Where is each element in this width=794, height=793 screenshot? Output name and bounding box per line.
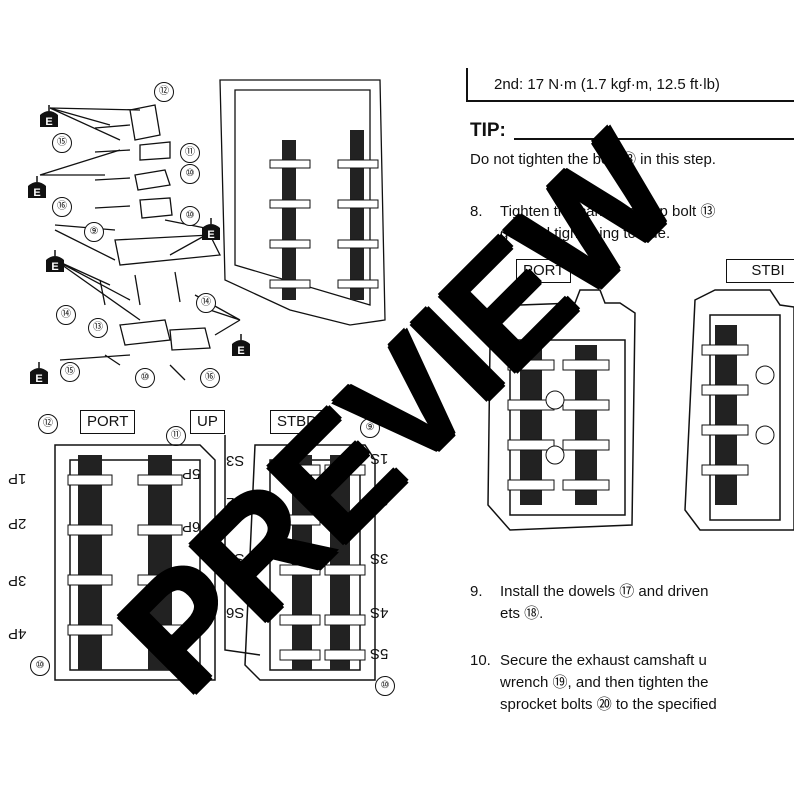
tip-label: TIP: bbox=[470, 120, 506, 141]
cyl-label-s-c: S3 bbox=[226, 550, 245, 567]
engine-oil-e-letter: E bbox=[45, 116, 52, 128]
callout-9: ⑨ bbox=[360, 418, 380, 438]
cyl-label-5s: 5S bbox=[370, 645, 389, 662]
engine-oil-e-icon: E bbox=[202, 218, 220, 241]
svg-text:E: E bbox=[51, 261, 58, 273]
engine-oil-e-icon: E bbox=[28, 176, 46, 199]
callout-14: ⑭ bbox=[196, 293, 216, 313]
callout-10: ⑩ bbox=[180, 164, 200, 184]
callout-12: ⑫ bbox=[154, 82, 174, 102]
cylinder-head-figure-bottom bbox=[54, 435, 376, 681]
cyl-label-4s: 4S bbox=[370, 604, 389, 621]
step-10-line1: Secure the exhaust camshaft u bbox=[500, 652, 707, 669]
engine-oil-e-icon: E bbox=[46, 250, 64, 273]
step-8-number: 8. bbox=[470, 203, 483, 220]
cyl-label-6p: 6P bbox=[182, 518, 201, 535]
cyl-label-s-d: S6 bbox=[226, 604, 245, 621]
callout-10: ⑩ bbox=[375, 676, 395, 696]
torque-spec: 2nd: 17 N·m (1.7 kgf·m, 12.5 ft·lb) bbox=[494, 76, 720, 93]
callout-10: ⑩ bbox=[30, 656, 50, 676]
callout-16: ⑯ bbox=[200, 368, 220, 388]
callout-11: ⑪ bbox=[180, 143, 200, 163]
step-8-line1: Tighten the camshaft cap bolt ⑬ bbox=[500, 203, 716, 220]
svg-text:E: E bbox=[207, 229, 214, 241]
svg-text:E: E bbox=[237, 345, 244, 357]
cyl-label-4p: 4P bbox=[8, 625, 27, 642]
step-8-line2: general tightening torque. bbox=[500, 225, 671, 242]
cyl-label-3s: 3S bbox=[370, 550, 389, 567]
cylinder-head-figure-right bbox=[487, 289, 794, 531]
step-10-number: 10. bbox=[470, 652, 491, 669]
callout-9: ⑨ bbox=[84, 222, 104, 242]
fig-right-port-label: PORT bbox=[516, 259, 572, 283]
step-10: 10. Secure the exhaust camshaft u wrench … bbox=[470, 650, 717, 716]
cyl-label-7p: 7P bbox=[182, 572, 201, 589]
callout-13: ⑬ bbox=[88, 318, 108, 338]
tip-text: Do not tighten the bolt ⑬ in this step. bbox=[470, 151, 716, 168]
step-8: 8. Tighten the camshaft cap bolt ⑬ genera… bbox=[470, 201, 715, 245]
fig-right-stbd-label: STBI bbox=[726, 259, 794, 283]
fig-bottom-port-label: PORT bbox=[80, 410, 136, 434]
cyl-label-s-a: S3 bbox=[226, 452, 245, 469]
svg-text:E: E bbox=[35, 373, 42, 385]
step-10-line2: wrench ⑲, and then tighten the bbox=[500, 674, 709, 691]
callout-10: ⑩ bbox=[180, 206, 200, 226]
tip-rule bbox=[514, 138, 794, 140]
cyl-label-3p: 3P bbox=[8, 572, 27, 589]
callout-16: ⑯ bbox=[52, 197, 72, 217]
callout-11: ⑪ bbox=[166, 426, 186, 446]
cyl-label-s-b: S2 bbox=[226, 494, 245, 511]
step-9: 9. Install the dowels ⑰ and driven ets ⑱. bbox=[470, 581, 708, 625]
callout-14: ⑭ bbox=[56, 305, 76, 325]
cyl-label-2s: 2S bbox=[370, 492, 389, 509]
step-9-number: 9. bbox=[470, 583, 483, 600]
callout-15: ⑮ bbox=[60, 362, 80, 382]
exploded-view-figure bbox=[39, 79, 386, 381]
engine-oil-e-icon: E bbox=[232, 334, 250, 357]
cyl-label-1s: 1S bbox=[370, 450, 389, 467]
cyl-label-5p: 5P bbox=[182, 465, 201, 482]
cyl-label-1p: 1P bbox=[8, 470, 27, 487]
callout-15: ⑮ bbox=[52, 133, 72, 153]
svg-text:E: E bbox=[33, 187, 40, 199]
step-9-line2: ets ⑱. bbox=[500, 605, 544, 622]
engine-oil-e-icon: E bbox=[40, 105, 58, 128]
spec-box bbox=[466, 68, 794, 102]
cyl-label-8p: 8P bbox=[182, 625, 201, 642]
fig-bottom-stbd-label: STBD bbox=[270, 410, 325, 434]
step-9-line1: Install the dowels ⑰ and driven bbox=[500, 583, 709, 600]
callout-10: ⑩ bbox=[135, 368, 155, 388]
engine-oil-e-icon: E bbox=[30, 362, 48, 385]
callout-12: ⑫ bbox=[38, 414, 58, 434]
cyl-label-2p: 2P bbox=[8, 515, 27, 532]
step-10-line3: sprocket bolts ⑳ to the specified bbox=[500, 696, 717, 713]
fig-bottom-up-label: UP bbox=[190, 410, 225, 434]
